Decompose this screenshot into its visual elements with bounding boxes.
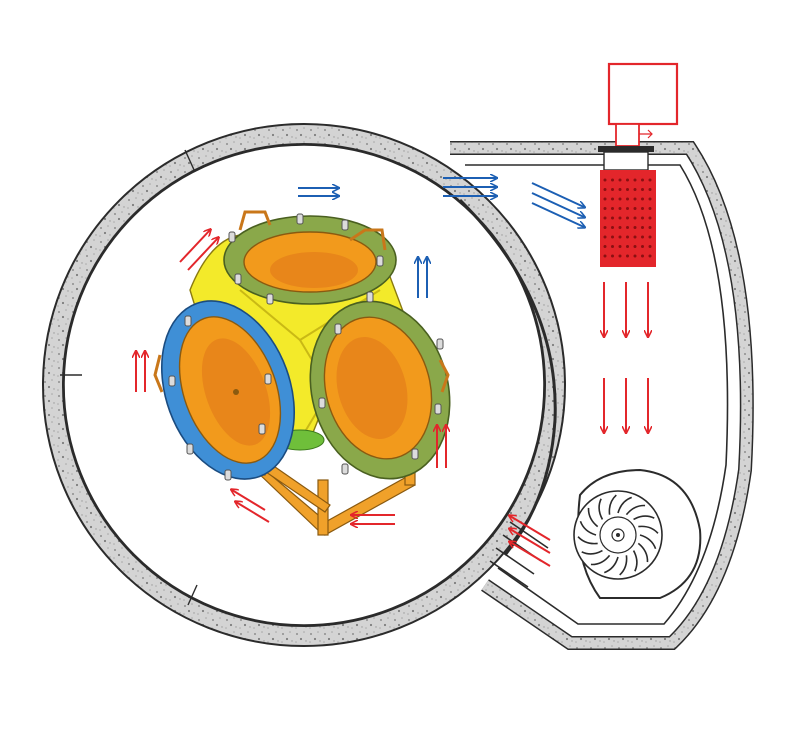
hot-air-arrow-icon	[187, 238, 218, 271]
right-flange	[309, 300, 451, 480]
hot-air-arrow-icon	[236, 502, 270, 523]
duct-divider	[458, 198, 557, 556]
heating-element-icon	[600, 170, 656, 267]
hot-air-arrow-icon	[510, 529, 551, 554]
centrifugal-fan-icon	[573, 468, 702, 599]
duct-housing	[450, 141, 754, 650]
airflow-arrows	[136, 178, 648, 567]
hot-air-arrow-icon	[510, 542, 551, 567]
hot-air-arrow-icon	[179, 230, 210, 263]
cold-air-arrow-icon	[531, 182, 584, 207]
cold-air-arrow-icon	[531, 192, 584, 217]
cold-air-arrow-icon	[531, 202, 584, 227]
handles	[153, 210, 450, 393]
hot-air-arrow-icon	[232, 490, 266, 511]
six-way-cross-vessel-icon	[153, 210, 451, 536]
left-flange	[160, 300, 296, 480]
motor-icon	[598, 62, 679, 171]
hot-air-arrow-icon	[510, 516, 551, 541]
